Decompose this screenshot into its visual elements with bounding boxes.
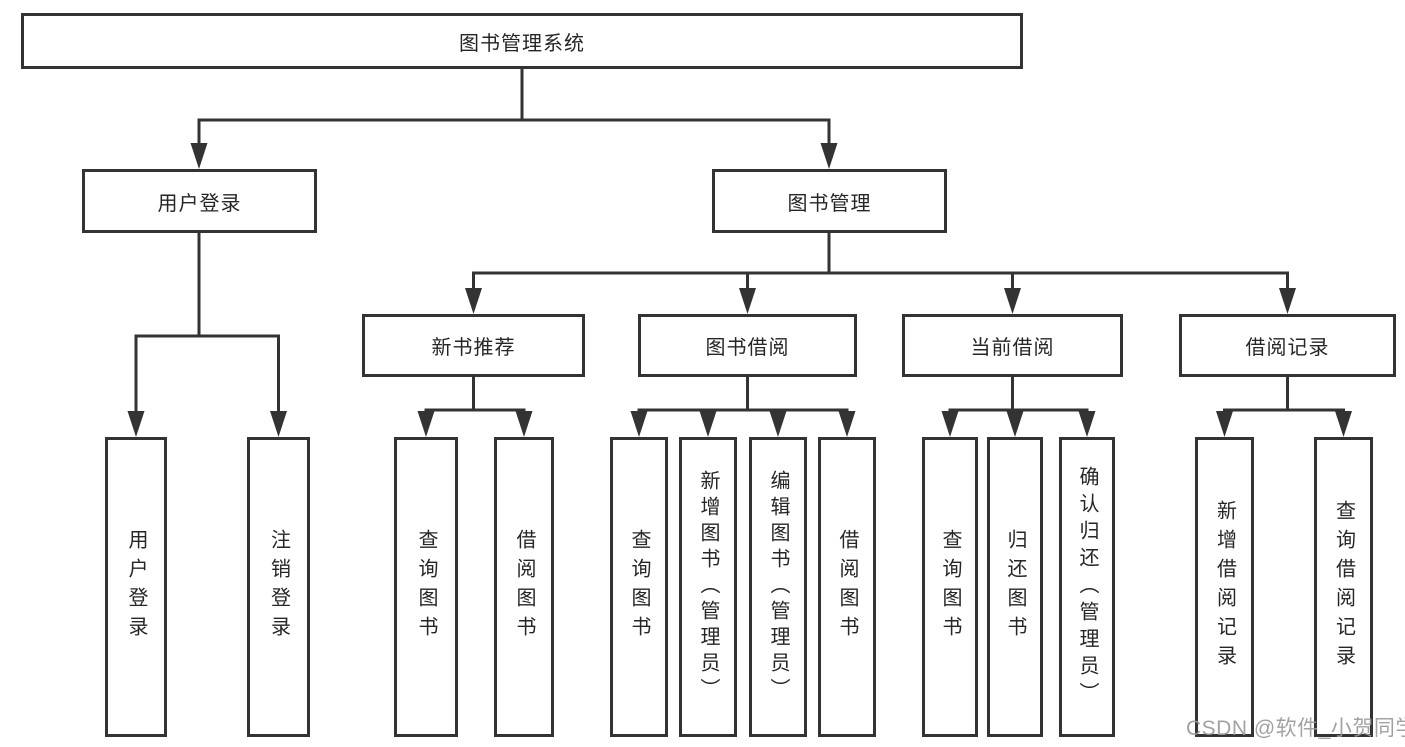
node-leaf-search-current-borrow: 查询图书 [922,437,978,737]
node-borrow-records: 借阅记录 [1179,314,1396,377]
node-root-system: 图书管理系统 [21,13,1023,69]
node-leaf-user-login: 用户登录 [105,437,167,737]
node-leaf-search-borrow-record: 查询借阅记录 [1314,437,1373,737]
node-leaf-edit-book-admin: 编辑图书（管理员） [749,437,807,737]
node-leaf-borrow-books-recommend: 借阅图书 [494,437,554,737]
node-leaf-return-book: 归还图书 [987,437,1043,737]
node-leaf-confirm-return-admin: 确认归还（管理员） [1059,437,1115,737]
node-leaf-logout: 注销登录 [247,437,310,737]
node-new-book-recommend: 新书推荐 [362,314,585,377]
node-book-borrow: 图书借阅 [638,314,857,377]
node-leaf-borrow-books: 借阅图书 [818,437,876,737]
node-leaf-search-books-recommend: 查询图书 [394,437,458,737]
node-leaf-search-books-borrow: 查询图书 [610,437,668,737]
node-book-management-module: 图书管理 [712,169,947,233]
node-user-login-module: 用户登录 [82,169,317,233]
csdn-watermark: CSDN @软件_小贺同学 [1186,717,1405,740]
node-leaf-add-borrow-record: 新增借阅记录 [1195,437,1254,737]
node-leaf-add-book-admin: 新增图书（管理员） [679,437,737,737]
node-current-borrow: 当前借阅 [902,314,1123,377]
